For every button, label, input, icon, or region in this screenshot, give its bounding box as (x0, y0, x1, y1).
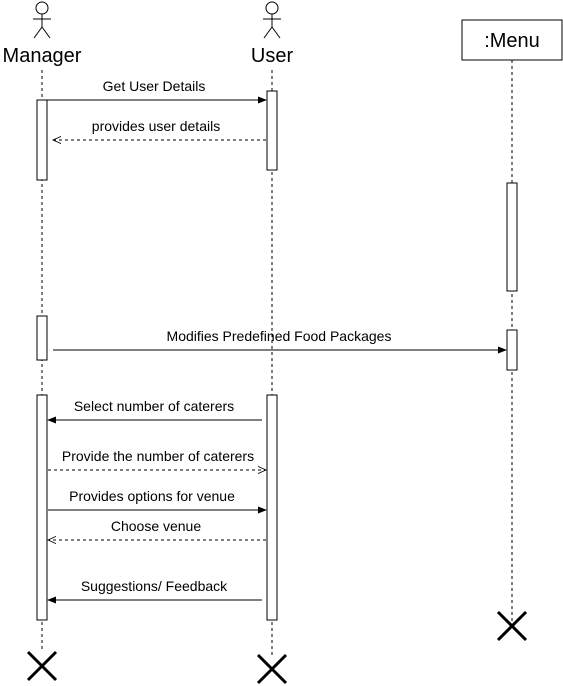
user-label: User (251, 45, 294, 67)
message-provides-options-for-venue: Provides options for venue (48, 488, 267, 514)
message-label: Suggestions/ Feedback (81, 578, 228, 594)
message-label: Get User Details (103, 78, 206, 94)
menu-label: :Menu (484, 30, 540, 52)
message-provide-number-of-caterers: Provide the number of caterers (48, 448, 266, 470)
user-activation-bar (266, 90, 278, 171)
manager-stick-figure-icon (33, 1, 51, 39)
user-stick-figure-icon (263, 1, 281, 39)
message-label: Provides options for venue (69, 488, 235, 504)
manager-label: Manager (3, 45, 82, 67)
message-suggestions-feedback: Suggestions/ Feedback (47, 578, 262, 604)
message-label: provides user details (92, 118, 220, 134)
message-select-number-of-caterers: Select number of caterers (47, 398, 262, 424)
message-get-user-details: Get User Details (47, 78, 267, 104)
menu-destroy-x-icon (496, 610, 528, 642)
message-choose-venue: Choose venue (48, 518, 266, 540)
manager-actor: Manager (3, 1, 82, 67)
menu-object: :Menu (461, 19, 563, 61)
user-actor: User (251, 1, 294, 67)
manager-activation-bar (36, 315, 48, 361)
message-label: Modifies Predefined Food Packages (167, 328, 392, 344)
message-label: Choose venue (111, 518, 202, 534)
manager-destroy-x-icon (26, 650, 58, 682)
user-destroy-x-icon (256, 653, 288, 685)
menu-activation-bar (506, 182, 518, 292)
menu-object-box (461, 19, 563, 61)
menu-activation-bar (506, 329, 518, 371)
message-label: Select number of caterers (74, 398, 234, 414)
manager-activation-bar (36, 99, 48, 181)
user-activation-bar (266, 394, 278, 621)
message-label: Provide the number of caterers (62, 448, 254, 464)
message-modifies-food-packages: Modifies Predefined Food Packages (53, 328, 507, 354)
manager-activation-bar (36, 394, 48, 621)
message-provides-user-details: provides user details (53, 118, 266, 140)
